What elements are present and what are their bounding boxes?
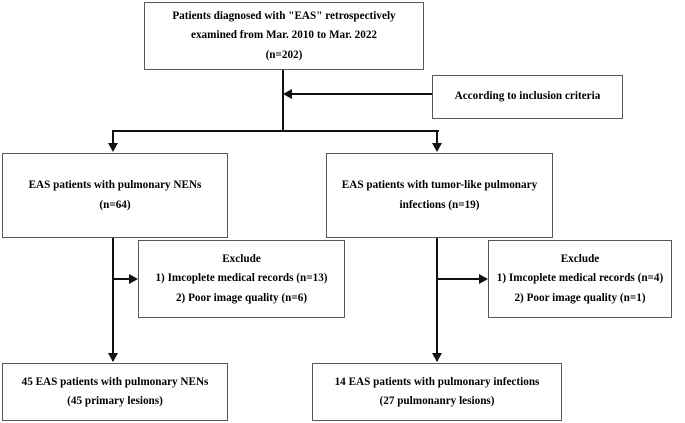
arrowhead-to-branch-left (108, 143, 118, 152)
connector-split-drop-right (436, 130, 438, 146)
arrowhead-to-result-right (432, 353, 442, 362)
connector-stem-right (436, 238, 438, 361)
arrowhead-to-branch-right (432, 143, 442, 152)
node-exclude-nens-line-1: Exclude (222, 253, 261, 266)
node-eas-pulmonary-nens: EAS patients with pulmonary NENs (n=64) (2, 153, 228, 238)
connector-exclude-left-horizontal (114, 278, 130, 280)
node-eas-pulmonary-nens-line-1: EAS patients with pulmonary NENs (28, 179, 202, 192)
node-exclude-nens-line-2: 1) Imcoplete medical records (n=13) (155, 272, 328, 285)
node-cohort-screened-line-1: Patients diagnosed with "EAS" retrospect… (172, 10, 396, 23)
node-eas-tumor-like-infections: EAS patients with tumor-like pulmonary i… (326, 153, 553, 238)
node-eas-tumor-like-infections-line-1: EAS patients with tumor-like pulmonary (341, 179, 538, 192)
node-final-nens-line-2: (45 primary lesions) (67, 395, 163, 407)
connector-exclude-right-horizontal (438, 278, 480, 280)
node-cohort-screened-line-2: examined from Mar. 2010 to Mar. 2022 (190, 29, 378, 42)
arrowhead-to-exclude-left (129, 274, 138, 284)
node-exclude-nens-line-3: 2) Poor image quality (n=6) (175, 291, 308, 304)
node-eas-pulmonary-nens-line-2: (n=64) (99, 198, 131, 211)
node-cohort-screened-line-3: (n=202) (265, 48, 303, 61)
arrowhead-criteria-left (283, 89, 292, 99)
node-cohort-screened: Patients diagnosed with "EAS" retrospect… (144, 2, 424, 70)
arrowhead-to-result-left (108, 353, 118, 362)
node-exclude-infections: Exclude 1) Imcoplete medical records (n=… (488, 240, 672, 318)
connector-stem-left (112, 238, 114, 361)
node-final-nens-line-1: 45 EAS patients with pulmonary NENs (21, 375, 209, 388)
node-final-infections-line-2: (27 pulmonanry lesions) (379, 395, 495, 407)
node-inclusion-criteria-line-1: According to inclusion criteria (454, 90, 601, 103)
node-final-nens: 45 EAS patients with pulmonary NENs (45 … (2, 363, 228, 421)
connector-split-drop-left (112, 130, 114, 146)
node-exclude-infections-line-2: 1) Imcoplete medical records (n=4) (496, 272, 664, 285)
connector-criteria-horizontal (291, 93, 432, 95)
connector-split-bar (112, 130, 439, 132)
node-exclude-infections-line-1: Exclude (560, 253, 600, 266)
node-eas-tumor-like-infections-line-2: infections (n=19) (399, 198, 480, 211)
node-final-infections-line-1: 14 EAS patients with pulmonary infection… (334, 375, 540, 388)
node-exclude-nens: Exclude 1) Imcoplete medical records (n=… (138, 240, 345, 318)
node-exclude-infections-line-3: 2) Poor image quality (n=1) (514, 291, 646, 304)
arrowhead-to-exclude-right (479, 274, 488, 284)
connector-trunk-main (282, 70, 284, 132)
node-final-infections: 14 EAS patients with pulmonary infection… (312, 363, 562, 421)
node-inclusion-criteria: According to inclusion criteria (432, 75, 623, 119)
